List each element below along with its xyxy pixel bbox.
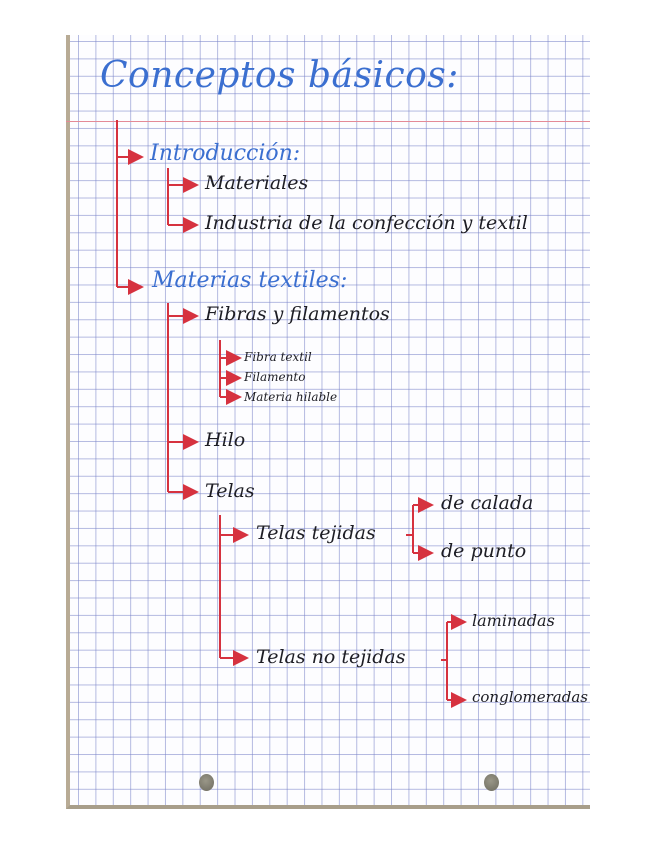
item-hilo: Hilo <box>205 429 246 451</box>
subitem-materia-hilable: Materia hilable <box>244 390 338 404</box>
punch-hole-left <box>199 774 214 791</box>
subitem-fibra-textil: Fibra textil <box>244 350 312 364</box>
item-telas: Telas <box>205 480 255 502</box>
item-de-calada: de calada <box>441 492 534 514</box>
section-heading-introduccion: Introducción: <box>150 141 301 166</box>
item-fibras-filamentos: Fibras y filamentos <box>205 303 390 325</box>
section-heading-materias-textiles: Materias textiles: <box>152 268 348 293</box>
graph-paper-sheet <box>66 35 590 809</box>
page-title: Conceptos básicos: <box>100 55 459 96</box>
red-margin-line <box>66 121 590 122</box>
item-conglomeradas: conglomeradas <box>472 688 588 706</box>
item-industria: Industria de la confección y textil <box>205 212 528 234</box>
item-telas-no-tejidas: Telas no tejidas <box>256 646 406 668</box>
item-laminadas: laminadas <box>472 611 555 630</box>
item-telas-tejidas: Telas tejidas <box>256 522 376 544</box>
item-materiales: Materiales <box>205 172 309 194</box>
subitem-filamento: Filamento <box>244 370 306 384</box>
item-de-punto: de punto <box>441 540 527 562</box>
punch-hole-right <box>484 774 499 791</box>
